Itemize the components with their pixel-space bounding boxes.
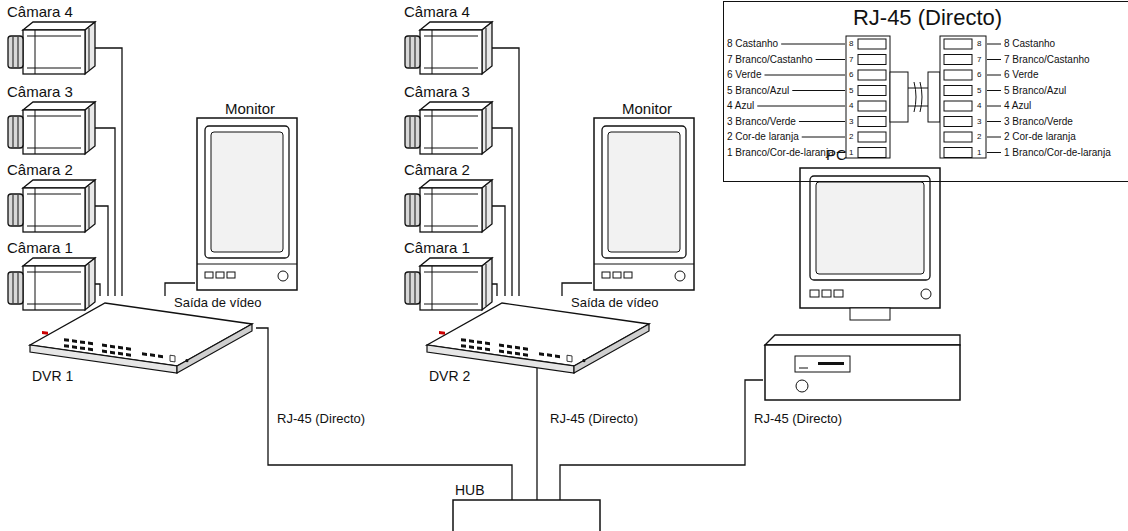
leader-line (987, 59, 1001, 60)
pc-illustration (765, 168, 960, 400)
pin-number: 4 (849, 102, 853, 110)
cable-line (492, 284, 497, 296)
pin-number: 4 (977, 102, 981, 110)
node-label: Câmara 4 (404, 3, 470, 20)
pin-number: 5 (977, 87, 981, 95)
monitor-node: Monitor (592, 100, 696, 292)
leader-line (764, 75, 845, 76)
edge-label: RJ-45 (Directo) (752, 412, 844, 427)
pin-name: 7 Branco/Castanho (1004, 55, 1090, 65)
camera-node: Câmara 3 (3, 82, 95, 156)
pin-number: 2 (849, 133, 853, 141)
pin-number: 7 (849, 56, 853, 64)
pin-name: 1 Branco/Cor-de-laranja (727, 148, 834, 158)
leader-line (781, 44, 845, 45)
pin-name: 4 Azul (1004, 101, 1031, 111)
pin-name: 3 Branco/Verde (1004, 117, 1073, 127)
cable-line (95, 128, 115, 296)
node-label: Câmara 3 (7, 83, 73, 100)
cable-line (560, 380, 763, 478)
pin-number: 5 (849, 87, 853, 95)
monitor-node: Monitor (195, 100, 299, 292)
cable-line (492, 128, 512, 296)
hub-box: HUB (450, 478, 602, 531)
leader-line (792, 90, 845, 91)
pin-name: 5 Branco/Azul (1004, 86, 1066, 96)
node-label: Câmara 2 (7, 161, 73, 178)
leader-line (987, 121, 1001, 122)
pin-name: 1 Branco/Cor-de-laranja (1004, 148, 1111, 158)
cable-line (95, 48, 122, 296)
cable-line (492, 206, 505, 296)
camera-node: Câmara 1 (400, 238, 492, 312)
leader-line (987, 137, 1001, 138)
cable-line (492, 48, 519, 296)
pin-number: 6 (977, 71, 981, 79)
node-label: Câmara 3 (404, 83, 470, 100)
rj45-cable-illustration (846, 36, 986, 158)
pin-number: 8 (849, 40, 853, 48)
node-label: Câmara 1 (7, 239, 73, 256)
leader-line (987, 44, 1001, 45)
pin-number: 6 (849, 71, 853, 79)
leader-line (987, 90, 1001, 91)
leader-line (987, 152, 1001, 153)
node-label: Monitor (622, 100, 672, 117)
pin-name: 4 Azul (727, 101, 754, 111)
cable-line (562, 283, 592, 296)
node-label: Câmara 1 (404, 239, 470, 256)
camera-group-2 (405, 22, 694, 388)
pin-name: 6 Verde (1004, 70, 1038, 80)
leader-line (987, 106, 1001, 107)
leader-line (757, 106, 845, 107)
pin-name: 2 Cor-de laranja (727, 132, 799, 142)
node-label: DVR 2 (429, 368, 470, 384)
pin-name: 2 Cor-de laranja (1004, 132, 1076, 142)
pin-name: 6 Verde (727, 70, 761, 80)
pin-number: 1 (977, 149, 981, 157)
node-label: Câmara 4 (7, 3, 73, 20)
camera-node: Câmara 3 (400, 82, 492, 156)
pin-name: 7 Branco/Castanho (727, 55, 813, 65)
cable-line (95, 284, 100, 296)
node-label: HUB (455, 482, 485, 498)
camera-node: Câmara 2 (400, 160, 492, 234)
node-label: RJ-45 (Directo) (724, 5, 1128, 30)
edge-label: RJ-45 (Directo) (548, 412, 640, 427)
pin-number: 2 (977, 133, 981, 141)
pin-name: 8 Castanho (727, 39, 778, 49)
leader-line (802, 137, 845, 138)
node-label: DVR 1 (32, 368, 73, 384)
pc-node: PC (763, 145, 962, 403)
leader-line (816, 59, 845, 60)
camera-node: Câmara 2 (3, 160, 95, 234)
pin-number: 3 (977, 118, 981, 126)
node-label: Monitor (225, 100, 275, 117)
cable-line (165, 283, 195, 296)
edge-label: RJ-45 (Directo) (275, 412, 367, 427)
edge-label: Saída de vídeo (172, 296, 263, 311)
hub-illustration (453, 478, 600, 531)
node-label: Câmara 2 (404, 161, 470, 178)
cable-line (537, 388, 538, 478)
camera-node: Câmara 4 (400, 2, 492, 76)
edge-label: Saída de vídeo (569, 296, 660, 311)
camera-node: Câmara 1 (3, 238, 95, 312)
leader-line (987, 75, 1001, 76)
pin-number: 7 (977, 56, 981, 64)
camera-group-1 (8, 22, 297, 373)
pin-number: 8 (977, 40, 981, 48)
pin-number: 1 (849, 149, 853, 157)
camera-node: Câmara 4 (3, 2, 95, 76)
leader-line (799, 121, 845, 122)
cable-line (256, 328, 512, 478)
pin-name: 8 Castanho (1004, 39, 1055, 49)
cable-line (95, 206, 108, 296)
pin-name: 5 Branco/Azul (727, 86, 789, 96)
pin-number: 3 (849, 118, 853, 126)
pin-name: 3 Branco/Verde (727, 117, 796, 127)
